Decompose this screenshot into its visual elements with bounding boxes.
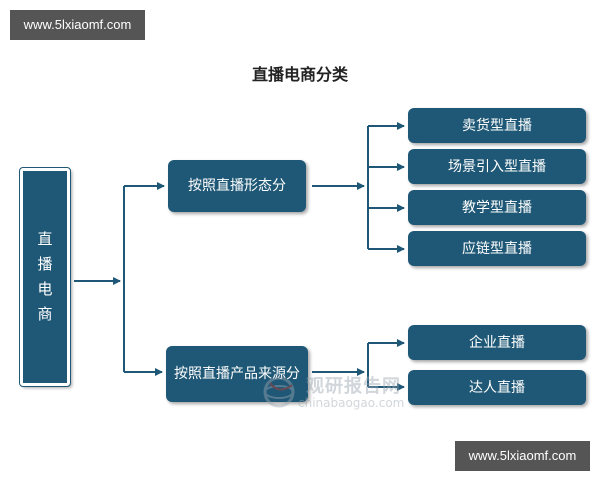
watermark-top: www.5lxiaomf.com <box>10 10 145 40</box>
root-char: 播 <box>37 255 53 273</box>
brand-logo: 观研报告网 chinabaogao.com <box>262 372 422 414</box>
globe-icon <box>263 376 295 408</box>
category-label: 按照直播产品来源分 <box>174 366 300 382</box>
logo-text: 观研报告网 <box>306 376 401 397</box>
category-label: 按照直播形态分 <box>188 178 286 194</box>
leaf-label: 企业直播 <box>469 334 525 351</box>
root-char: 直 <box>37 230 53 248</box>
diagram-title: 直播电商分类 <box>251 65 348 84</box>
category-node-form: 按照直播形态分 <box>168 160 306 212</box>
leaf-node: 卖货型直播 <box>408 108 586 143</box>
leaf-node: 达人直播 <box>408 370 586 405</box>
root-char: 电 <box>37 280 53 298</box>
leaf-label: 达人直播 <box>469 379 525 396</box>
leaf-label: 教学型直播 <box>462 199 532 216</box>
leaf-label: 应链型直播 <box>462 240 532 257</box>
root-char: 商 <box>37 305 53 323</box>
leaf-node: 教学型直播 <box>408 190 586 225</box>
root-node: 直 播 电 商 <box>19 167 71 387</box>
leaf-node: 应链型直播 <box>408 231 586 266</box>
leaf-label: 场景引入型直播 <box>448 158 546 175</box>
leaf-node: 场景引入型直播 <box>408 149 586 184</box>
leaf-label: 卖货型直播 <box>462 117 532 134</box>
watermark-bottom: www.5lxiaomf.com <box>455 441 590 471</box>
category-node-source: 按照直播产品来源分 <box>166 346 308 402</box>
leaf-node: 企业直播 <box>408 325 586 360</box>
logo-url: chinabaogao.com <box>298 396 405 410</box>
